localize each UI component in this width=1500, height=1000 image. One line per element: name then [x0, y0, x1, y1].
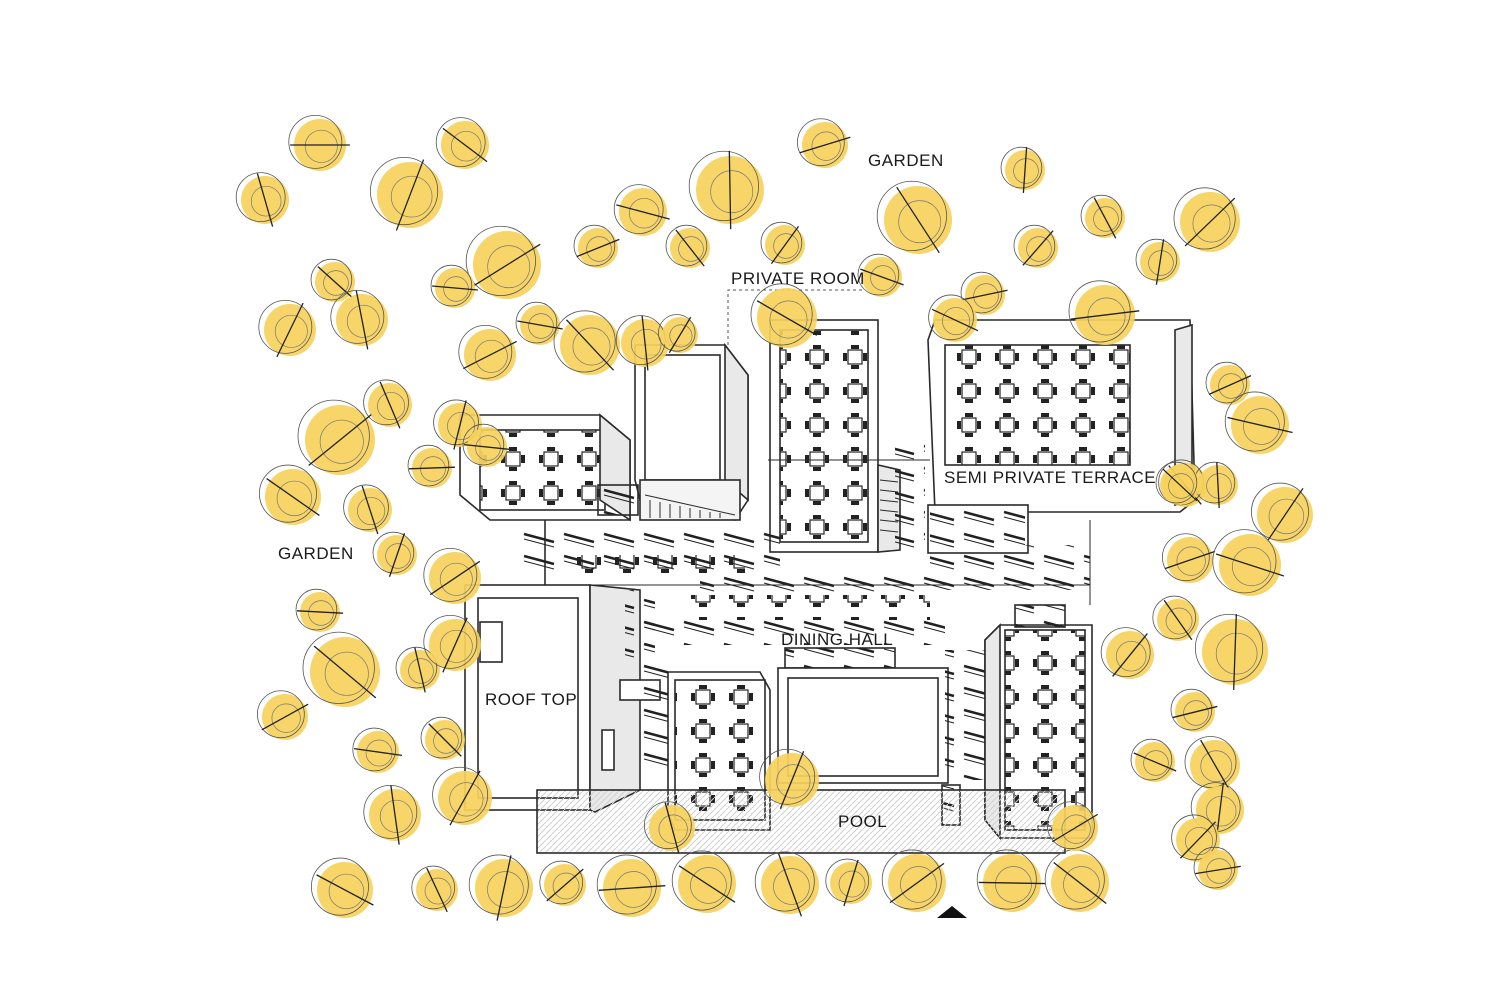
tree-icon: [297, 399, 375, 475]
roof-top-block: [464, 584, 661, 813]
north-west-tower: [597, 342, 749, 521]
tree-icon: [754, 851, 819, 917]
north-arrow-icon: [937, 906, 967, 918]
tree-icon: [1100, 627, 1154, 679]
tree-icon: [760, 221, 805, 265]
tree-icon: [420, 716, 465, 760]
tree-icon: [881, 849, 946, 912]
tree-icon: [613, 184, 670, 236]
tree-icon: [1135, 238, 1180, 285]
tree-icon: [1162, 533, 1216, 583]
tree-icon: [1184, 736, 1240, 791]
tree-icon: [295, 588, 344, 632]
tree-icon: [352, 727, 403, 773]
tree-icon: [302, 631, 380, 707]
tree-icon: [363, 784, 421, 845]
tree-icon: [465, 225, 541, 299]
tree-icon: [423, 614, 481, 673]
tree-icon: [553, 310, 620, 375]
tree-icon: [857, 253, 904, 297]
garden-top-label: GARDEN: [868, 151, 944, 170]
roof-top-label: ROOF TOP: [485, 690, 578, 709]
tree-icon: [960, 271, 1008, 315]
tree-icon: [1044, 849, 1109, 912]
tree-icon: [372, 531, 417, 577]
tree-icon: [573, 224, 620, 268]
tree-icon: [796, 118, 851, 168]
tree-icon: [235, 172, 289, 227]
tree-icon: [1047, 801, 1099, 851]
tree-icon: [1195, 613, 1268, 690]
tree-icon: [976, 849, 1046, 912]
tree-icon: [1193, 461, 1238, 509]
tree-icon: [423, 547, 481, 604]
tree-icon: [310, 857, 374, 918]
tree-icon: [928, 294, 979, 342]
tree-icon: [395, 646, 440, 693]
tree-icon: [1171, 814, 1220, 862]
tree-icon: [256, 690, 309, 740]
tree-icon: [288, 114, 350, 171]
tree-icon: [432, 766, 492, 826]
tree-icon: [258, 464, 321, 525]
tree-icon: [458, 324, 517, 381]
tree-icon: [468, 854, 533, 921]
semi-private-terrace-label: SEMI PRIVATE TERRACE: [944, 468, 1157, 487]
tree-icon: [462, 423, 510, 467]
dining-hall-seating: [520, 530, 1090, 669]
tree-icon: [430, 264, 478, 308]
tree-icon: [759, 748, 819, 810]
tree-icon: [1170, 688, 1218, 732]
private-room-label: PRIVATE ROOM: [731, 269, 865, 288]
tree-icon: [1130, 738, 1177, 782]
tree-icon: [596, 854, 666, 917]
trees-layer: [235, 114, 1313, 921]
tree-icon: [515, 301, 563, 345]
tree-icon: [411, 865, 458, 913]
tree-icon: [258, 299, 316, 358]
tree-icon: [1193, 846, 1241, 890]
tree-icon: [671, 850, 736, 913]
tree-icon: [1250, 482, 1313, 543]
tree-icon: [1080, 194, 1125, 239]
tree-icon: [369, 156, 443, 231]
tree-icon: [363, 379, 412, 429]
tree-icon: [1205, 361, 1252, 405]
tree-icon: [310, 258, 355, 302]
tree-icon: [330, 289, 388, 350]
semi-private-terrace-block: [895, 319, 1196, 554]
dining-hall-label: DINING HALL: [781, 630, 894, 649]
tree-icon: [1013, 224, 1058, 268]
tree-icon: [1212, 529, 1285, 596]
buildings: [459, 289, 1196, 854]
tree-icon: [825, 858, 872, 907]
tree-icon: [1224, 391, 1293, 454]
tree-icon: [665, 224, 710, 268]
tree-icon: [435, 117, 489, 169]
tree-icon: [407, 444, 456, 488]
tree-icon: [1068, 280, 1140, 345]
tree-icon: [876, 180, 952, 254]
private-room-block: [768, 319, 930, 553]
garden-left-label: GARDEN: [278, 544, 354, 563]
tree-icon: [688, 150, 764, 230]
tree-icon: [1152, 595, 1199, 641]
tree-icon: [1155, 461, 1200, 505]
pool-label: POOL: [838, 812, 888, 831]
tree-icon: [1000, 146, 1045, 193]
tree-icon: [343, 484, 392, 535]
tree-icon: [1173, 187, 1240, 252]
tree-icon: [658, 314, 698, 354]
tree-icon: [539, 860, 586, 906]
tree-icon: [643, 801, 695, 854]
tree-icon: [750, 283, 818, 348]
